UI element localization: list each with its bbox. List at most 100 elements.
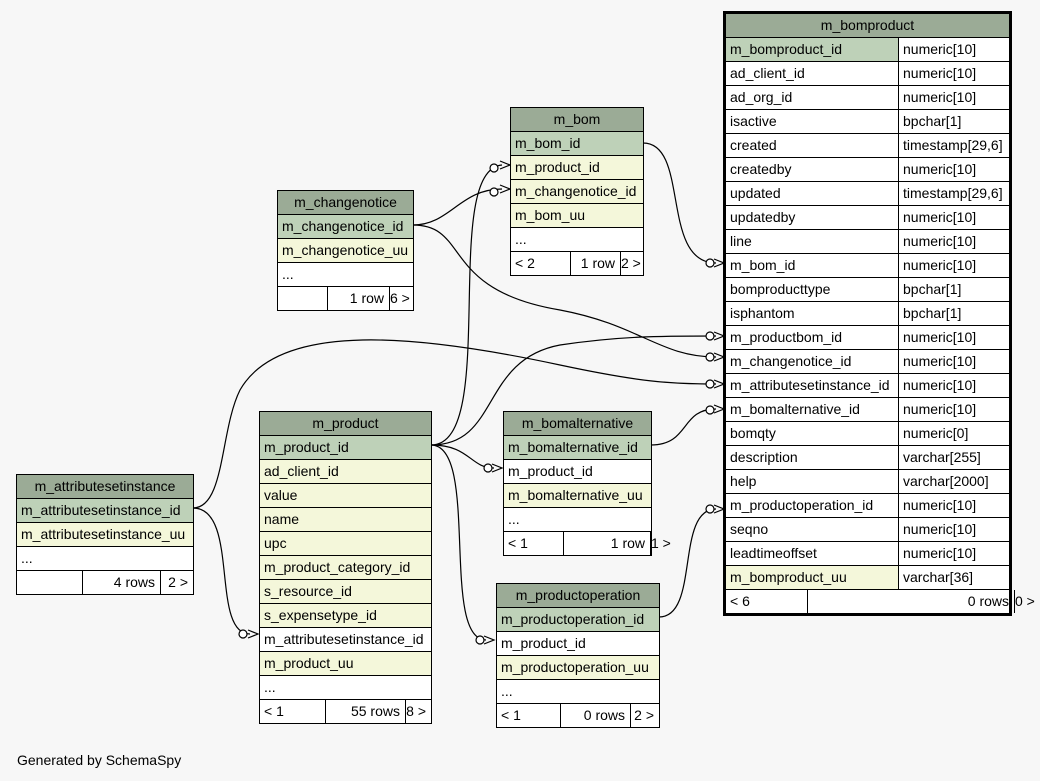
row-count: 0 rows xyxy=(807,590,1014,613)
row-count: 1 row xyxy=(570,252,620,275)
link-changenotice-bom xyxy=(412,188,503,226)
column-row: m_attributesetinstance_id numeric[10] xyxy=(726,374,1009,398)
column-type: numeric[10] xyxy=(898,398,1009,421)
children-link[interactable]: 2 > xyxy=(160,571,193,594)
children-link[interactable]: 6 > xyxy=(389,287,415,310)
column-name: m_bom_id xyxy=(730,257,796,273)
column-name: m_product_id xyxy=(264,439,349,455)
column-name: ad_org_id xyxy=(730,89,793,105)
column-name: m_changenotice_id xyxy=(282,218,404,234)
column-type: numeric[10] xyxy=(898,350,1009,373)
column-type: timestamp[29,6] xyxy=(898,134,1009,157)
children-link[interactable]: 2 > xyxy=(620,252,646,275)
parents-link[interactable]: < 1 xyxy=(508,535,528,551)
column-row: m_changenotice_id xyxy=(278,215,413,239)
column-row: m_product_id xyxy=(497,632,659,656)
row-count: 55 rows xyxy=(325,700,405,723)
table-m_attributesetinstance[interactable]: m_attributesetinstance m_attributesetins… xyxy=(16,474,194,595)
column-type: numeric[10] xyxy=(898,62,1009,85)
column-name: leadtimeoffset xyxy=(730,545,817,561)
column-type: varchar[36] xyxy=(898,566,1009,589)
column-type: numeric[0] xyxy=(898,422,1009,445)
row-count: 1 row xyxy=(327,287,389,310)
column-row: ad_client_id numeric[10] xyxy=(726,62,1009,86)
column-row: s_expensetype_id xyxy=(260,604,431,628)
children-link[interactable]: 2 > xyxy=(630,704,659,727)
column-name: s_expensetype_id xyxy=(264,607,377,623)
column-type: varchar[2000] xyxy=(898,470,1009,493)
column-name: m_bomalternative_id xyxy=(508,439,638,455)
column-name: bomqty xyxy=(730,425,776,441)
table-title: m_bomalternative xyxy=(504,412,651,436)
column-name: m_product_uu xyxy=(264,655,354,671)
column-row: m_productoperation_id xyxy=(497,608,659,632)
generated-by-footer: Generated by SchemaSpy xyxy=(17,752,182,768)
column-name: m_product_id xyxy=(508,463,593,479)
column-row: m_bomalternative_id xyxy=(504,436,651,460)
table-title: m_bom xyxy=(511,108,643,132)
column-name: description xyxy=(730,449,798,465)
parents-link[interactable] xyxy=(278,287,327,310)
row-count: 0 rows xyxy=(560,704,630,727)
column-row: ad_client_id xyxy=(260,460,431,484)
column-name: ad_client_id xyxy=(730,65,805,81)
parents-link[interactable]: < 6 xyxy=(730,593,750,609)
column-row: value xyxy=(260,484,431,508)
column-type: varchar[255] xyxy=(898,446,1009,469)
children-link[interactable]: 1 > xyxy=(650,532,676,555)
column-type: numeric[10] xyxy=(898,542,1009,565)
column-type: numeric[10] xyxy=(898,326,1009,349)
column-row: bomqty numeric[0] xyxy=(726,422,1009,446)
parents-link[interactable] xyxy=(17,571,82,594)
column-name: m_bomalternative_id xyxy=(730,401,860,417)
parents-link[interactable]: < 1 xyxy=(264,703,284,719)
column-name: m_attributesetinstance_id xyxy=(730,377,890,393)
column-row: m_attributesetinstance_id xyxy=(17,499,193,523)
column-name: isphantom xyxy=(730,305,795,321)
table-m_productoperation[interactable]: m_productoperation m_productoperation_id… xyxy=(496,583,660,728)
table-m_bomalternative[interactable]: m_bomalternative m_bomalternative_id m_pr… xyxy=(503,411,671,556)
row-count: 1 row xyxy=(563,532,650,555)
column-row: m_product_uu xyxy=(260,652,431,676)
column-type: numeric[10] xyxy=(898,518,1009,541)
column-name: bomproducttype xyxy=(730,281,831,297)
children-link[interactable]: 0 > xyxy=(1014,590,1040,613)
children-link[interactable]: 8 > xyxy=(405,700,431,723)
column-name: m_product_category_id xyxy=(264,559,411,575)
column-row: ... xyxy=(504,508,651,532)
column-name: ... xyxy=(21,550,33,566)
parents-link[interactable]: < 2 xyxy=(515,255,535,271)
column-row: m_bomalternative_uu xyxy=(504,484,651,508)
column-name: updated xyxy=(730,185,781,201)
column-type: numeric[10] xyxy=(898,374,1009,397)
column-row: m_product_id xyxy=(511,156,643,180)
column-type: numeric[10] xyxy=(898,158,1009,181)
column-row: ... xyxy=(17,547,193,571)
parents-link[interactable]: < 1 xyxy=(501,707,521,723)
column-name: m_bomalternative_uu xyxy=(508,487,643,503)
column-name: line xyxy=(730,233,752,249)
column-name: s_resource_id xyxy=(264,583,352,599)
